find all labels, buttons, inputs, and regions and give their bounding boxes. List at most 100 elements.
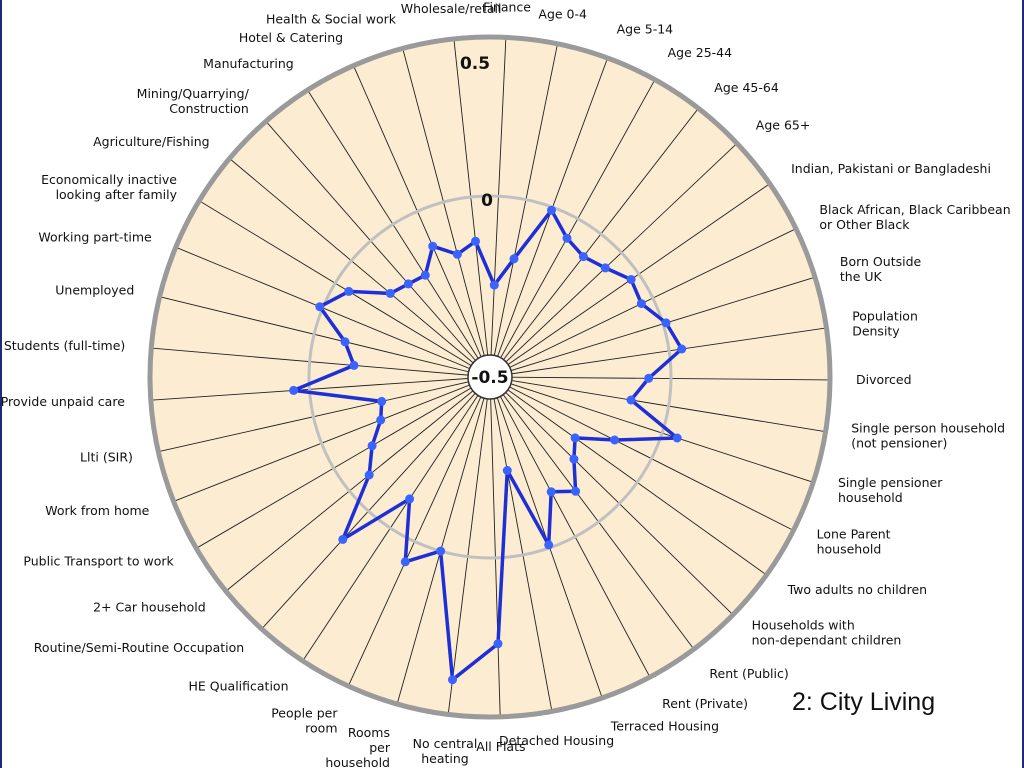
spoke [173, 376, 491, 502]
category-label-line: heating [421, 751, 469, 766]
category-label: Health & Social work [266, 11, 397, 26]
data-point [344, 286, 354, 296]
category-label: Manufacturing [203, 56, 294, 71]
category-label-line: All Flats [476, 739, 525, 754]
category-label: Age 0-4 [538, 6, 587, 21]
category-label-line: Public Transport to work [23, 553, 174, 568]
outer-ring [147, 34, 833, 720]
spoke [489, 276, 816, 378]
category-label: HE Qualification [189, 679, 289, 694]
spoke [489, 43, 558, 378]
category-label-line: household [817, 542, 882, 557]
data-point [547, 205, 556, 215]
data-point [403, 279, 413, 289]
data-point [489, 280, 499, 290]
category-label: Work from home [45, 503, 149, 518]
category-label: Indian, Pakistani or Bangladeshi [791, 161, 991, 176]
data-point [452, 249, 462, 259]
category-label-line: household [325, 755, 390, 768]
category-label-line: Born Outside [840, 254, 922, 269]
category-label: Routine/Semi-Routine Occupation [34, 640, 244, 655]
data-point [570, 433, 580, 443]
category-label-line: the UK [840, 269, 883, 284]
data-point [636, 299, 646, 309]
category-label-line: Hotel & Catering [239, 30, 343, 45]
category-label: Mining/Quarrying/Construction [137, 86, 250, 116]
category-label: Unemployed [55, 283, 134, 298]
category-label-line: Indian, Pakistani or Bangladeshi [791, 161, 991, 176]
data-point [340, 337, 350, 347]
data-point [405, 494, 415, 504]
category-label-line: Rent (Public) [709, 666, 788, 681]
category-label-line: Rooms [348, 725, 390, 740]
category-label: Detached Housing [499, 733, 614, 748]
data-point [509, 254, 519, 264]
spoke [353, 65, 491, 378]
category-label-line: (not pensioner) [851, 435, 947, 450]
category-label: Single person household(not pensioner) [851, 420, 1005, 450]
spoke [489, 376, 501, 717]
data-point [644, 373, 654, 383]
data-point [471, 236, 480, 246]
data-point [385, 288, 395, 298]
category-label-line: Routine/Semi-Routine Occupation [34, 640, 244, 655]
data-point [448, 675, 457, 685]
data-point [367, 441, 377, 451]
data-point [661, 318, 671, 328]
spoke [489, 376, 794, 531]
category-label-line: Black African, Black Caribbean [819, 202, 1010, 217]
data-point [578, 252, 588, 262]
spoke [347, 376, 491, 687]
category-label-line: Economically inactive [41, 172, 177, 187]
category-label: Public Transport to work [23, 553, 174, 568]
category-label: Wholesale/retail [401, 1, 502, 16]
category-label: Terraced Housing [610, 719, 719, 734]
category-label: Finance [483, 0, 531, 14]
data-point [376, 415, 386, 425]
spoke [402, 48, 491, 378]
axis-tick-label: 0.5 [460, 54, 490, 74]
category-label-line: Single person household [851, 420, 1005, 435]
data-point [364, 470, 374, 480]
category-label-line: Manufacturing [203, 56, 294, 71]
spoke [489, 37, 507, 378]
data-point [428, 241, 438, 251]
category-label-line: Density [852, 324, 900, 339]
grid-rings [147, 34, 833, 720]
category-label: Age 25-44 [668, 45, 733, 60]
category-label: Working part-time [38, 229, 152, 244]
data-point [677, 344, 687, 354]
data-point [377, 396, 387, 406]
category-label-line: Construction [169, 101, 249, 116]
spoke [453, 38, 491, 378]
axis-tick-label: -0.5 [471, 368, 508, 388]
spoke [489, 376, 553, 712]
data-point [626, 275, 636, 284]
category-label-line: Health & Social work [266, 11, 397, 26]
category-spokes [150, 37, 831, 717]
category-label-line: Two adults no children [787, 582, 927, 597]
panel-title: 2: City Living [792, 688, 936, 716]
category-label: Rent (Private) [662, 696, 748, 711]
data-point [600, 263, 610, 273]
data-point [626, 395, 636, 405]
data-point [546, 487, 556, 497]
spoke [302, 376, 491, 662]
category-label-line: Age 0-4 [538, 6, 587, 21]
data-point [610, 435, 620, 445]
data-point [338, 534, 348, 544]
category-label-line: Age 25-44 [668, 45, 733, 60]
category-label-line: Mining/Quarrying/ [137, 86, 250, 101]
category-label-line: Age 65+ [756, 117, 811, 132]
data-point [420, 270, 430, 280]
category-label-line: Age 45-64 [714, 80, 779, 95]
category-label-line: Unemployed [55, 283, 134, 298]
spoke [489, 376, 814, 483]
